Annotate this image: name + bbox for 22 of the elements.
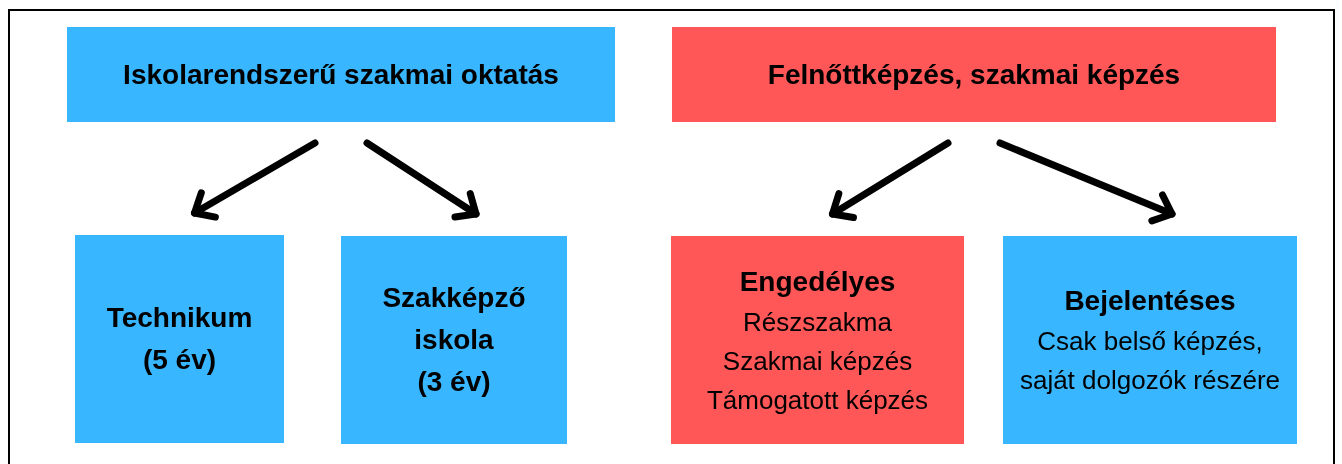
box-heading: Felnőttképzés, szakmai képzés xyxy=(767,58,1181,92)
box-heading: Iskolarendszerű szakmai oktatás xyxy=(123,58,559,92)
category-box xyxy=(67,27,615,122)
box-heading: Technikum xyxy=(106,301,253,335)
arrow xyxy=(191,139,319,221)
arrow xyxy=(996,139,1176,225)
box-text: Csak belső képzés, saját dolgozók részére xyxy=(1018,325,1282,397)
box-heading: (3 év) xyxy=(417,365,491,399)
box-text: Támogatott képzés xyxy=(706,383,929,417)
category-box xyxy=(672,27,1276,122)
category-box xyxy=(1003,236,1297,444)
box-heading: (5 év) xyxy=(142,343,217,377)
box-text: Részszakma xyxy=(743,305,892,339)
box-heading: Bejelentéses xyxy=(1064,284,1236,318)
box-text: Szakmai képzés xyxy=(722,344,913,378)
category-box xyxy=(671,236,964,444)
category-box xyxy=(75,235,284,443)
arrow xyxy=(829,139,952,222)
box-heading: Szakképző iskola xyxy=(381,281,527,357)
category-box xyxy=(341,236,567,444)
box-heading: Engedélyes xyxy=(739,264,896,299)
arrow xyxy=(363,139,480,221)
